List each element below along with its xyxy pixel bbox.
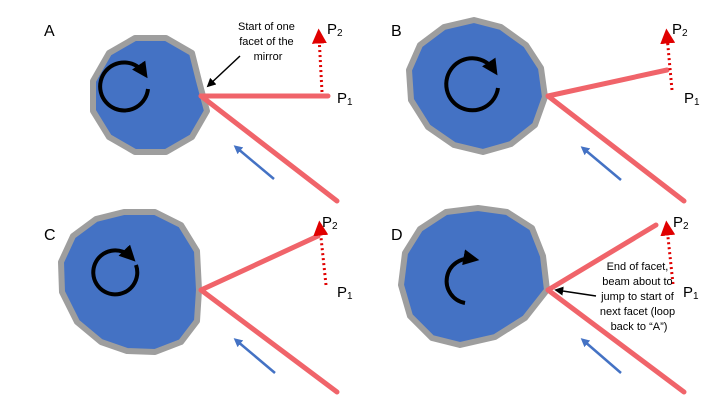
scan-direction-arrow-icon — [660, 28, 676, 91]
panel-letter: C — [44, 227, 56, 244]
label-p1: P1 — [683, 284, 699, 302]
polygon-mirror — [406, 17, 548, 155]
callout-arrow — [554, 286, 597, 297]
label-p1: P1 — [337, 90, 353, 108]
svg-text:Start of one facet of: Start of one facet of the mirror — [238, 21, 298, 63]
panel-letter: D — [391, 227, 403, 244]
facet-start-callout: Start of one facet of the mirror — [206, 21, 298, 88]
clockwise-curved-arrow-icon — [444, 249, 480, 305]
panel-a: A P2 P1 Start of one facet of the mirror — [44, 21, 353, 204]
label-p1: P1 — [337, 284, 353, 302]
incident-beam — [545, 287, 687, 395]
panel-c: C P2 P1 — [44, 209, 353, 395]
clockwise-curved-arrow-icon — [91, 244, 140, 297]
label-p2: P2 — [322, 214, 338, 232]
panel-d: D P2 P1 End of facet, beam about to jump… — [391, 205, 699, 395]
incident-direction-arrow-icon — [233, 145, 275, 180]
label-p1: P1 — [684, 90, 700, 108]
label-p2: P2 — [327, 21, 343, 39]
reflected-beam — [545, 222, 659, 293]
svg-text:End of facet, beam abo: End of facet, beam about to jump to star… — [600, 261, 678, 333]
clockwise-curved-arrow-icon — [98, 60, 150, 113]
callout-arrow — [206, 55, 241, 88]
reflected-beam — [198, 233, 321, 293]
panel-letter: B — [391, 23, 402, 40]
incident-beam — [198, 93, 340, 204]
panel-letter: A — [44, 23, 55, 40]
incident-beam — [545, 93, 687, 204]
incident-direction-arrow-icon — [580, 146, 622, 181]
incident-direction-arrow-icon — [233, 338, 276, 374]
scan-direction-arrow-icon — [313, 220, 329, 286]
label-p2: P2 — [672, 21, 688, 39]
reflected-beam — [545, 67, 670, 99]
polygon-mirror — [90, 35, 210, 155]
polygon-mirror — [58, 209, 202, 355]
panel-b: B P2 P1 — [391, 17, 700, 204]
polygon-mirror — [398, 205, 550, 348]
incident-beam — [198, 287, 340, 395]
clockwise-curved-arrow-icon — [444, 56, 500, 113]
incident-direction-arrow-icon — [580, 338, 622, 374]
facet-end-callout: End of facet, beam about to jump to star… — [554, 261, 678, 333]
scan-direction-arrow-icon — [660, 220, 676, 285]
label-p2: P2 — [673, 214, 689, 232]
scan-direction-arrow-icon — [311, 28, 327, 93]
